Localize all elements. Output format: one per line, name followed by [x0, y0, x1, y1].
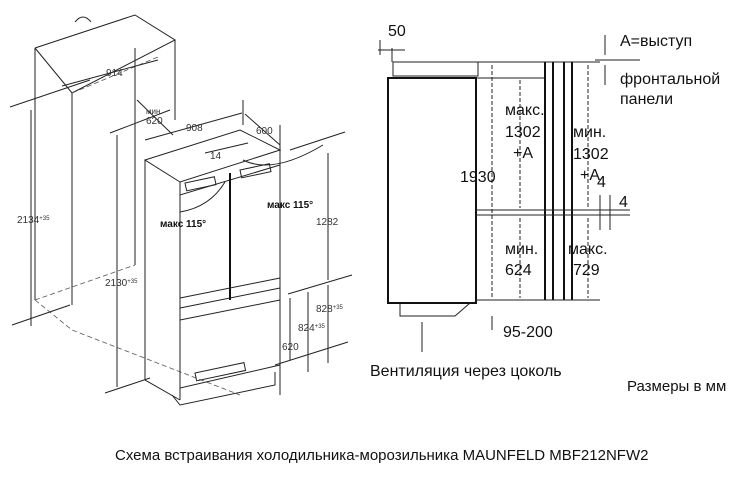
- svg-text:4: 4: [597, 174, 606, 191]
- svg-text:828+35: 828+35: [316, 304, 344, 315]
- svg-text:908: 908: [186, 123, 203, 134]
- fridge-drawing: [143, 129, 324, 406]
- svg-text:2130+35: 2130+35: [105, 278, 138, 289]
- section-dimension-labels: 50 A=выступ фронтальной панели макс. 130…: [370, 23, 720, 380]
- svg-text:мин.: мин.: [146, 107, 163, 116]
- section-dimension-lines: [491, 65, 611, 330]
- svg-text:600: 600: [256, 126, 273, 137]
- svg-text:914: 914: [106, 68, 123, 79]
- svg-text:620: 620: [146, 116, 163, 127]
- svg-text:+A: +A: [513, 145, 533, 162]
- svg-text:620: 620: [282, 342, 299, 353]
- svg-text:1302: 1302: [505, 124, 541, 141]
- svg-text:1282: 1282: [316, 217, 339, 228]
- svg-text:макс 115°: макс 115°: [160, 219, 206, 230]
- svg-text:2134+35: 2134+35: [17, 215, 50, 226]
- svg-text:824+35: 824+35: [298, 323, 326, 334]
- svg-text:макс 115°: макс 115°: [267, 200, 313, 211]
- svg-text:мин.: мин.: [573, 124, 606, 141]
- svg-text:729: 729: [573, 262, 600, 279]
- svg-text:1302: 1302: [573, 146, 609, 163]
- svg-text:панели: панели: [620, 91, 673, 108]
- svg-text:макс.: макс.: [505, 102, 545, 119]
- svg-text:A=выступ: A=выступ: [620, 33, 692, 50]
- svg-text:Вентиляция через цоколь: Вентиляция через цоколь: [370, 363, 562, 380]
- section-drawing: [378, 35, 640, 352]
- svg-text:14: 14: [210, 151, 222, 162]
- svg-text:фронтальной: фронтальной: [620, 71, 720, 88]
- svg-text:1930: 1930: [460, 169, 496, 186]
- svg-text:мин.: мин.: [505, 241, 538, 258]
- units-note: Размеры в мм: [627, 378, 727, 395]
- svg-text:макс.: макс.: [568, 241, 608, 258]
- left-dimension-labels: 914 мин. 620 908 600 14 макс 115° макс 1…: [17, 68, 344, 353]
- svg-text:50: 50: [388, 23, 406, 40]
- svg-text:95-200: 95-200: [503, 324, 553, 341]
- svg-text:+A: +A: [580, 167, 600, 184]
- svg-text:4: 4: [619, 194, 628, 211]
- caption: Схема встраивания холодильника-морозильн…: [115, 447, 649, 464]
- niche-outline: [34, 14, 241, 396]
- svg-text:624: 624: [505, 262, 532, 279]
